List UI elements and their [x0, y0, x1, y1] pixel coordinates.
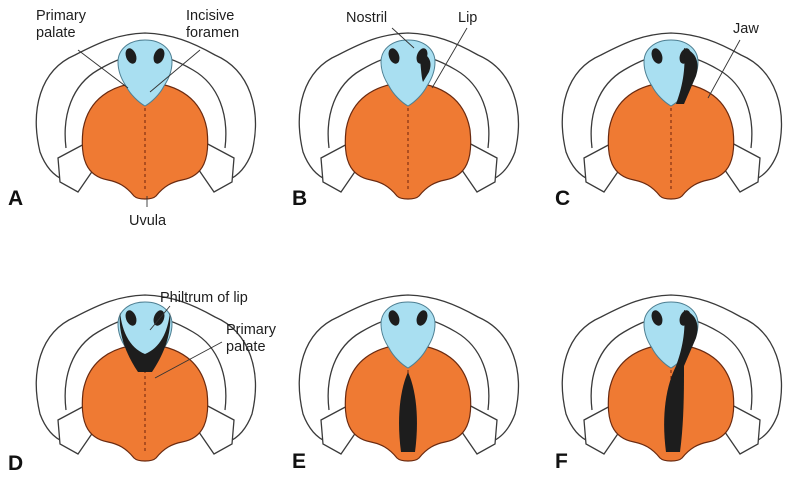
label-nostril: Nostril: [346, 10, 387, 26]
panel-e: [299, 295, 518, 461]
panel-letter-b: B: [292, 187, 307, 210]
panel-c: [562, 33, 781, 199]
label-uvula: Uvula: [129, 213, 167, 229]
panel-a: [36, 33, 255, 199]
panel-b: [299, 33, 518, 199]
panel-letter-d: D: [8, 452, 23, 475]
panel-f: [562, 295, 781, 461]
label-jaw: Jaw: [733, 21, 759, 37]
panel-letter-c: C: [555, 187, 570, 210]
panels-group: A B C D E F: [8, 33, 781, 475]
panel-d: [36, 295, 255, 461]
panel-letter-f: F: [555, 450, 568, 473]
panel-letter-e: E: [292, 450, 306, 473]
panel-letter-a: A: [8, 187, 23, 210]
label-lip: Lip: [458, 10, 477, 26]
label-philtrum-of-lip: Philtrum of lip: [160, 290, 248, 306]
